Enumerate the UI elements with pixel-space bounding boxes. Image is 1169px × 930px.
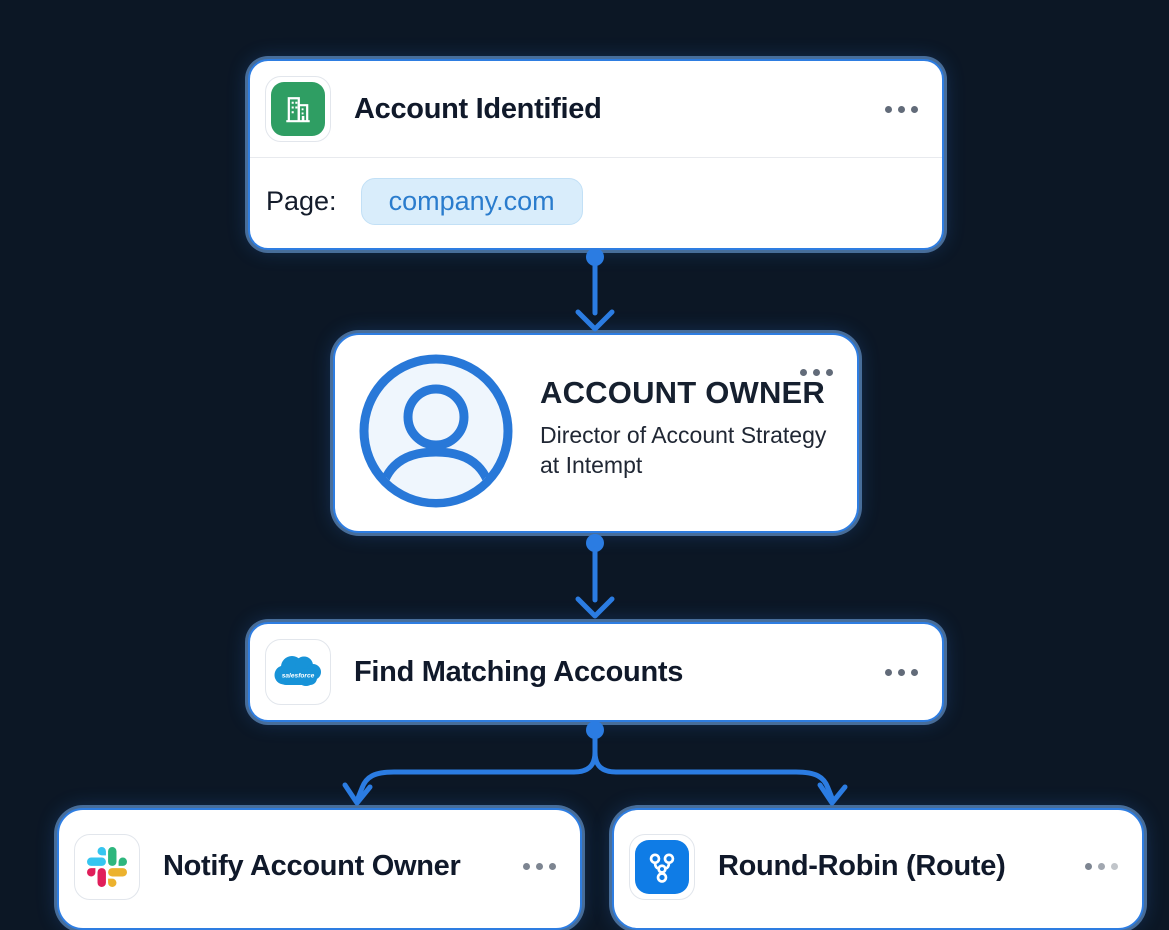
connector-dot bbox=[586, 534, 604, 552]
more-options-button[interactable] bbox=[523, 857, 556, 876]
node-header: Round-Robin (Route) bbox=[614, 810, 1142, 923]
svg-text:salesforce: salesforce bbox=[282, 673, 315, 680]
more-options-button[interactable] bbox=[1085, 857, 1118, 876]
owner-name: ACCOUNT OWNER bbox=[540, 375, 826, 410]
card-divider bbox=[250, 157, 942, 158]
person-avatar-icon bbox=[356, 351, 516, 511]
node-header: Account Identified bbox=[250, 61, 942, 157]
node-title: Notify Account Owner bbox=[163, 850, 461, 882]
node-title: Round-Robin (Route) bbox=[718, 850, 1006, 882]
node-find-matching-accounts[interactable]: salesforce Find Matching Accounts bbox=[248, 622, 944, 722]
more-options-button[interactable] bbox=[885, 663, 918, 682]
node-header: salesforce Find Matching Accounts bbox=[250, 624, 942, 720]
salesforce-logo-icon: salesforce bbox=[265, 639, 331, 705]
node-title: Account Identified bbox=[354, 92, 602, 125]
page-field-label: Page: bbox=[266, 185, 337, 216]
buildings-icon bbox=[265, 76, 331, 142]
node-notify-account-owner[interactable]: Notify Account Owner bbox=[57, 808, 582, 930]
route-split-icon bbox=[629, 833, 695, 900]
connector-dot bbox=[586, 248, 604, 266]
connector-dot bbox=[586, 721, 604, 739]
page-value-chip[interactable]: company.com bbox=[360, 177, 583, 225]
node-round-robin-route[interactable]: Round-Robin (Route) bbox=[612, 808, 1144, 930]
node-account-identified[interactable]: Account Identified Page: company.com bbox=[248, 59, 944, 250]
owner-text-block: ACCOUNT OWNER Director of Account Strate… bbox=[540, 375, 850, 480]
more-options-button[interactable] bbox=[800, 363, 833, 382]
node-header: Notify Account Owner bbox=[59, 810, 580, 923]
slack-logo-icon bbox=[74, 833, 140, 900]
node-config-row: Page: company.com bbox=[250, 158, 942, 244]
node-account-owner[interactable]: ACCOUNT OWNER Director of Account Strate… bbox=[333, 333, 859, 533]
node-title: Find Matching Accounts bbox=[354, 655, 684, 688]
more-options-button[interactable] bbox=[885, 100, 918, 119]
owner-role: Director of Account Strategy at Intempt bbox=[540, 422, 827, 478]
